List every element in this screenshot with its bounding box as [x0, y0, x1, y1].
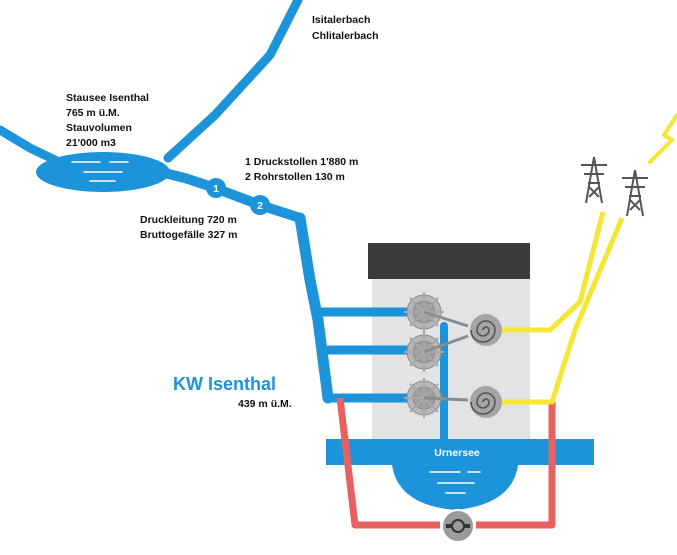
- svg-text:2: 2: [257, 200, 263, 212]
- reservoir: [36, 152, 170, 192]
- lake-label: Urnersee: [434, 447, 480, 459]
- powerhouse-body: [372, 279, 530, 439]
- svg-text:Chlitalerbach: Chlitalerbach: [312, 30, 379, 42]
- svg-text:2 Rohrstollen 130 m: 2 Rohrstollen 130 m: [245, 171, 345, 183]
- pylon-icon: [622, 169, 648, 217]
- lightning-icon: [648, 113, 677, 164]
- label-rivers: Isitalerbach Chlitalerbach: [312, 14, 379, 42]
- powerhouse: [368, 243, 530, 439]
- svg-text:Stauvolumen: Stauvolumen: [66, 122, 132, 134]
- label-plant: KW Isenthal 439 m ü.M.: [173, 374, 292, 410]
- svg-text:765 m ü.M.: 765 m ü.M.: [66, 107, 120, 119]
- svg-text:Druckleitung 720 m: Druckleitung 720 m: [140, 214, 237, 226]
- generator-icon: [470, 314, 502, 346]
- pump-icon: [441, 509, 475, 543]
- tunnel-marker-2: 2: [250, 195, 270, 215]
- stream-left-inflow: [0, 125, 60, 165]
- svg-text:21'000 m3: 21'000 m3: [66, 137, 116, 149]
- svg-text:Isitalerbach: Isitalerbach: [312, 14, 370, 26]
- generator-icon: [470, 386, 502, 418]
- shafts: [423, 310, 469, 402]
- power-lines: [502, 211, 625, 405]
- pylons: [581, 156, 648, 217]
- powerhouse-roof: [368, 243, 530, 279]
- pump-loop: [336, 397, 556, 529]
- pylon-icon: [581, 156, 607, 204]
- svg-text:1: 1: [213, 183, 219, 195]
- plant-name: KW Isenthal: [173, 374, 276, 394]
- plant-elevation: 439 m ü.M.: [238, 398, 292, 410]
- tunnel-marker-1: 1: [206, 178, 226, 198]
- svg-text:Stausee Isenthal: Stausee Isenthal: [66, 92, 149, 104]
- penstock: [294, 212, 334, 404]
- svg-text:1 Druckstollen 1'880 m: 1 Druckstollen 1'880 m: [245, 156, 358, 168]
- stream-isitalerbach: [163, 0, 303, 163]
- generators: [470, 314, 502, 418]
- label-tunnels: 1 Druckstollen 1'880 m 2 Rohrstollen 130…: [245, 156, 358, 183]
- svg-text:Bruttogefälle 327 m: Bruttogefälle 327 m: [140, 229, 237, 241]
- label-penstock: Druckleitung 720 m Bruttogefälle 327 m: [140, 214, 237, 241]
- label-reservoir: Stausee Isenthal 765 m ü.M. Stauvolumen …: [66, 92, 149, 149]
